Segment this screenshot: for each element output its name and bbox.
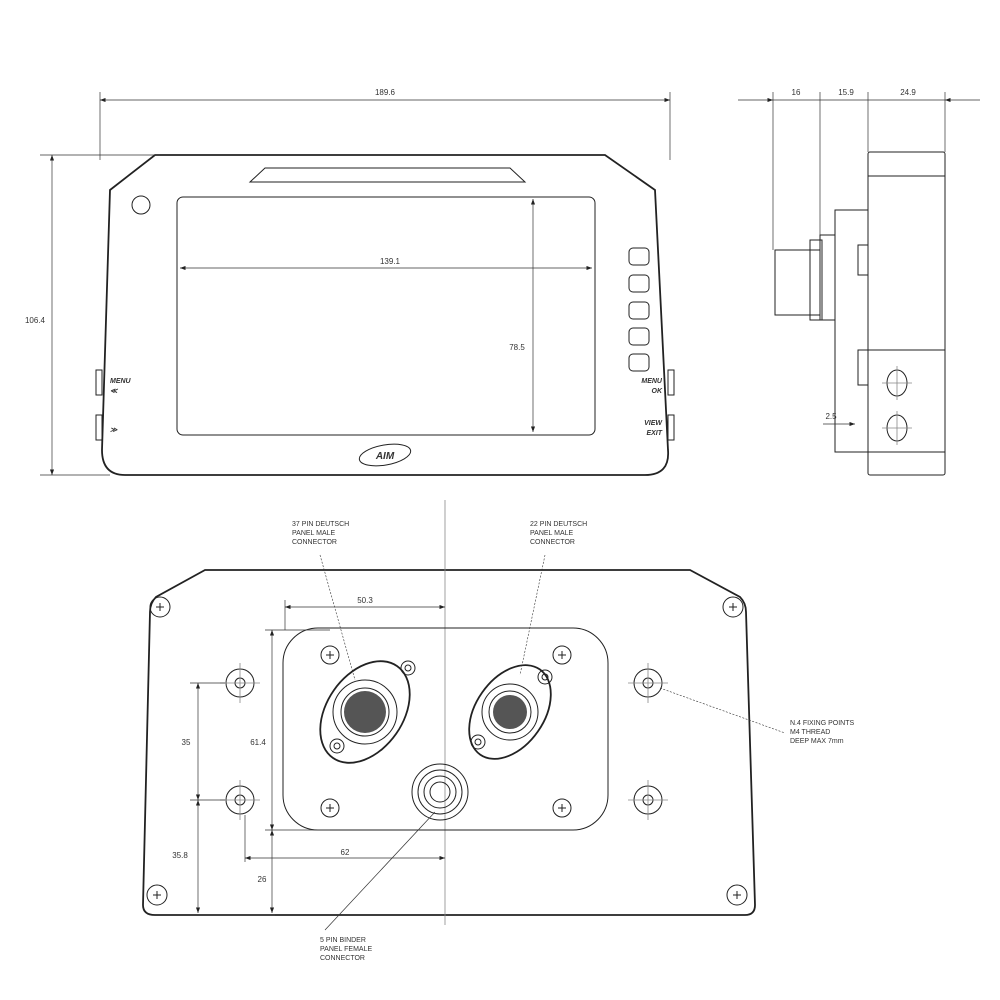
screw-icon	[552, 798, 572, 818]
side-buttons	[628, 247, 650, 372]
left-button-label-prev: ≪	[110, 388, 119, 395]
callout-fixing-line-1: N.4 FIXING POINTS	[790, 720, 855, 727]
callout-22-pin-line-2: PANEL MALE	[530, 530, 574, 537]
side-fixing-hole	[882, 411, 912, 445]
front-view: MENU ≪ ≫ MENU OK VIEW EXIT AIM 189.6 106…	[25, 88, 675, 476]
connector-5-pin	[411, 763, 469, 821]
connector-22-pin	[468, 664, 553, 760]
connector-37-pin	[319, 660, 416, 764]
callout-37-pin-line-3: CONNECTOR	[292, 539, 337, 546]
screw-icon	[722, 596, 744, 618]
left-side-key-2	[95, 414, 103, 441]
callout-fixing-line-2: M4 THREAD	[790, 729, 830, 736]
back-view: 50.3 61.4 35 35.8 62 26 37 PIN DEUTSCH P…	[142, 500, 855, 962]
fixing-hole-icon	[628, 663, 668, 703]
callout-22-pin-line-1: 22 PIN DEUTSCH	[530, 521, 587, 528]
width-dimension: 189.6	[375, 88, 396, 97]
callout-5-pin-line-3: CONNECTOR	[320, 955, 365, 962]
depth-dimension-2: 15.9	[838, 88, 854, 97]
side-view: 16 15.9 24.9 2.5	[738, 88, 980, 476]
fixing-points	[220, 663, 668, 820]
button-1	[628, 247, 650, 266]
depth-dimension-1: 16	[792, 88, 801, 97]
screw-icon	[552, 645, 572, 665]
dim-61-4: 61.4	[250, 738, 266, 747]
right-side-key-2	[667, 414, 675, 441]
right-button-label-ok: OK	[652, 388, 663, 395]
right-side-key-1	[667, 369, 675, 396]
svg-text:AIM: AIM	[375, 451, 395, 462]
callout-fixing-line-3: DEEP MAX 7mm	[790, 738, 844, 745]
offset-dimension: 2.5	[825, 412, 837, 421]
screen-height-dimension: 78.5	[509, 343, 525, 352]
light-sensor-icon	[131, 195, 151, 215]
height-dimension: 106.4	[25, 316, 46, 325]
back-body-outline	[142, 569, 756, 916]
callout-37-pin-line-1: 37 PIN DEUTSCH	[292, 521, 349, 528]
screen	[176, 196, 596, 436]
screw-icon	[149, 596, 171, 618]
right-button-label-menu: MENU	[641, 378, 663, 385]
dim-62: 62	[341, 848, 350, 857]
left-button-label-next: ≫	[110, 427, 118, 434]
right-button-label-exit: EXIT	[646, 430, 662, 437]
dim-26: 26	[258, 875, 267, 884]
screw-icon	[320, 798, 340, 818]
screw-icon	[320, 645, 340, 665]
side-fixing-hole	[882, 366, 912, 400]
top-slot	[248, 167, 527, 183]
left-button-label-menu: MENU	[110, 378, 132, 385]
button-3	[628, 301, 650, 320]
dim-35-8: 35.8	[172, 851, 188, 860]
screw-icon	[726, 884, 748, 906]
button-5	[628, 353, 650, 372]
front-body-outline	[101, 154, 669, 476]
callout-22-pin-line-3: CONNECTOR	[530, 539, 575, 546]
aim-logo: AIM	[358, 443, 412, 467]
depth-dimension-3: 24.9	[900, 88, 916, 97]
fixing-hole-icon	[628, 780, 668, 820]
dim-35: 35	[182, 738, 191, 747]
right-button-label-view: VIEW	[644, 420, 663, 427]
button-2	[628, 274, 650, 293]
screw-icon	[146, 884, 168, 906]
button-4	[628, 327, 650, 346]
callout-5-pin-line-1: 5 PIN BINDER	[320, 937, 366, 944]
screen-width-dimension: 139.1	[380, 257, 401, 266]
fixing-hole-icon	[220, 780, 260, 820]
dim-50-3: 50.3	[357, 596, 373, 605]
callout-5-pin-line-2: PANEL FEMALE	[320, 946, 372, 953]
fixing-hole-icon	[220, 663, 260, 703]
callout-37-pin-line-2: PANEL MALE	[292, 530, 336, 537]
connector-plate	[282, 627, 609, 831]
left-side-key-1	[95, 369, 103, 396]
